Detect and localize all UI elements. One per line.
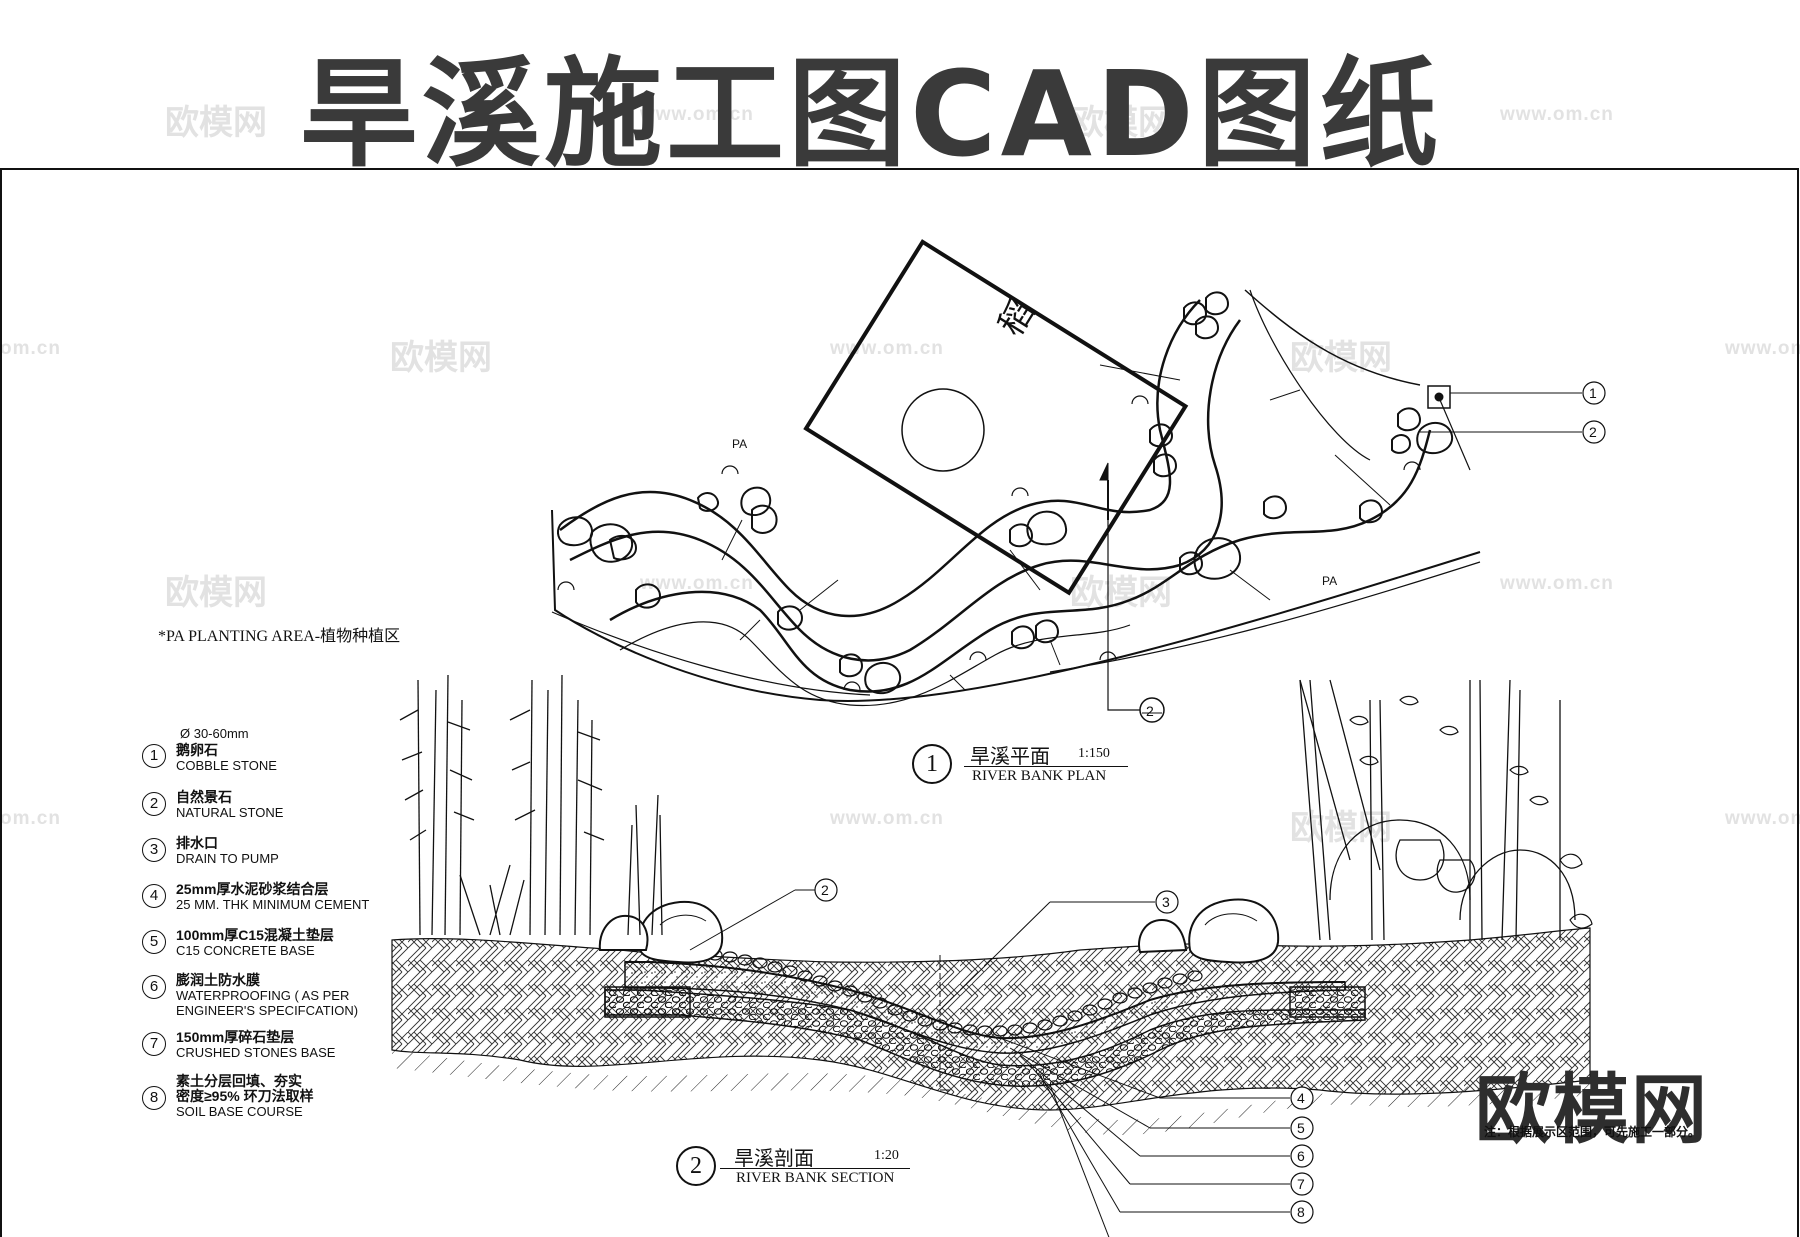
plan-callout-1: 1 — [1582, 381, 1606, 405]
svg-text:3: 3 — [1162, 894, 1170, 910]
caption-title-en: RIVER BANK PLAN — [972, 768, 1107, 784]
legend-number: 7 — [142, 1032, 166, 1056]
watermark: om.cn — [0, 808, 61, 829]
legend-cn: 自然景石 — [176, 789, 232, 805]
watermark: 欧模网 — [1070, 574, 1172, 612]
svg-text:4: 4 — [1297, 1090, 1305, 1106]
watermark: 欧模网 — [165, 574, 267, 612]
planting-area-note: *PA PLANTING AREA-植物种植区 — [158, 628, 401, 645]
svg-text:2: 2 — [821, 882, 829, 898]
watermark: www.om.cn — [1725, 338, 1800, 359]
caption-underline — [720, 1168, 910, 1169]
caption-number: 2 — [676, 1146, 716, 1186]
legend-number: 6 — [142, 975, 166, 999]
section-callout-6: 6 — [1290, 1144, 1314, 1168]
legend-en: NATURAL STONE — [176, 805, 284, 820]
river-bank-plan — [551, 239, 1582, 723]
caption-underline — [964, 766, 1128, 767]
legend-cn: 鹅卵石 — [176, 742, 218, 758]
watermark: 欧模网 — [165, 104, 267, 142]
legend-number: 8 — [142, 1086, 166, 1110]
caption-scale: 1:150 — [1078, 746, 1110, 761]
watermark: www.om.cn — [640, 104, 754, 125]
caption-title-en: RIVER BANK SECTION — [736, 1170, 895, 1186]
section-callout-4: 4 — [1290, 1086, 1314, 1110]
building-label: 稻 — [992, 294, 1042, 343]
legend-en: 25 MM. THK MINIMUM CEMENT — [176, 897, 370, 912]
section-callout-3: 3 — [1155, 890, 1179, 914]
legend-en: COBBLE STONE — [176, 758, 277, 773]
svg-text:6: 6 — [1297, 1148, 1305, 1164]
watermark: 欧模网 — [390, 339, 492, 377]
legend-cn: 150mm厚碎石垫层 — [176, 1029, 295, 1045]
plan-callout-2: 2 — [1582, 420, 1606, 444]
drawing-frame — [0, 168, 1799, 1237]
section-callout-5: 5 — [1290, 1116, 1314, 1140]
legend-cn: 100mm厚C15混凝土垫层 — [176, 927, 334, 943]
watermark: www.om.cn — [1725, 808, 1800, 829]
legend-cn: 素土分层回填、夯实 — [176, 1073, 302, 1089]
legend-en: CRUSHED STONES BASE — [176, 1045, 336, 1060]
watermark: www.om.cn — [640, 573, 754, 594]
section-callout-2: 2 — [814, 878, 838, 902]
legend-cn: 膨润土防水膜 — [176, 972, 260, 988]
legend-cn: 排水口 — [176, 835, 218, 851]
legend-en-2: ENGINEER'S SPECIFCATION) — [176, 1003, 359, 1018]
brand-logo: 欧模网 — [1475, 1065, 1709, 1154]
legend-en: WATERPROOFING ( AS PER — [176, 988, 350, 1003]
svg-text:5: 5 — [1297, 1120, 1305, 1136]
legend-cn-2: 密度≥95% 环刀法取样 — [176, 1088, 314, 1104]
pa-label: PA — [732, 437, 747, 451]
legend-number: 1 — [142, 744, 166, 768]
section-callout-8: 8 — [1290, 1200, 1314, 1224]
page-title: 旱溪施工图CAD图纸 — [300, 45, 1442, 183]
caption-number: 1 — [912, 744, 952, 784]
watermark: 欧模网 — [1070, 104, 1172, 142]
legend-en: DRAIN TO PUMP — [176, 851, 279, 866]
caption-title-cn: 旱溪剖面 — [734, 1146, 814, 1170]
svg-text:1: 1 — [1589, 385, 1597, 401]
watermark: www.om.cn — [830, 808, 944, 829]
legend-cn: 25mm厚水泥砂浆结合层 — [176, 881, 329, 897]
caption-scale: 1:20 — [874, 1148, 899, 1163]
svg-text:8: 8 — [1297, 1204, 1305, 1220]
section-marker: 2 — [1146, 703, 1154, 719]
construction-note: 注：根据展示区范围，可先施工一部分。 — [1484, 1125, 1701, 1139]
caption-title-cn: 旱溪平面 — [970, 744, 1050, 768]
legend-en: SOIL BASE COURSE — [176, 1104, 303, 1119]
watermark: om.cn — [0, 338, 61, 359]
svg-text:7: 7 — [1297, 1176, 1305, 1192]
legend-number: 4 — [142, 884, 166, 908]
legend-number: 2 — [142, 792, 166, 816]
legend-number: 5 — [142, 930, 166, 954]
pa-label: PA — [1322, 574, 1337, 588]
legend-number: 3 — [142, 838, 166, 862]
section-callout-7: 7 — [1290, 1172, 1314, 1196]
watermark: www.om.cn — [1500, 573, 1614, 594]
legend-en: C15 CONCRETE BASE — [176, 943, 315, 958]
legend-size: Ø 30-60mm — [180, 726, 249, 741]
svg-text:2: 2 — [1589, 424, 1597, 440]
watermark: www.om.cn — [1500, 104, 1614, 125]
river-bank-section — [391, 674, 1593, 1237]
